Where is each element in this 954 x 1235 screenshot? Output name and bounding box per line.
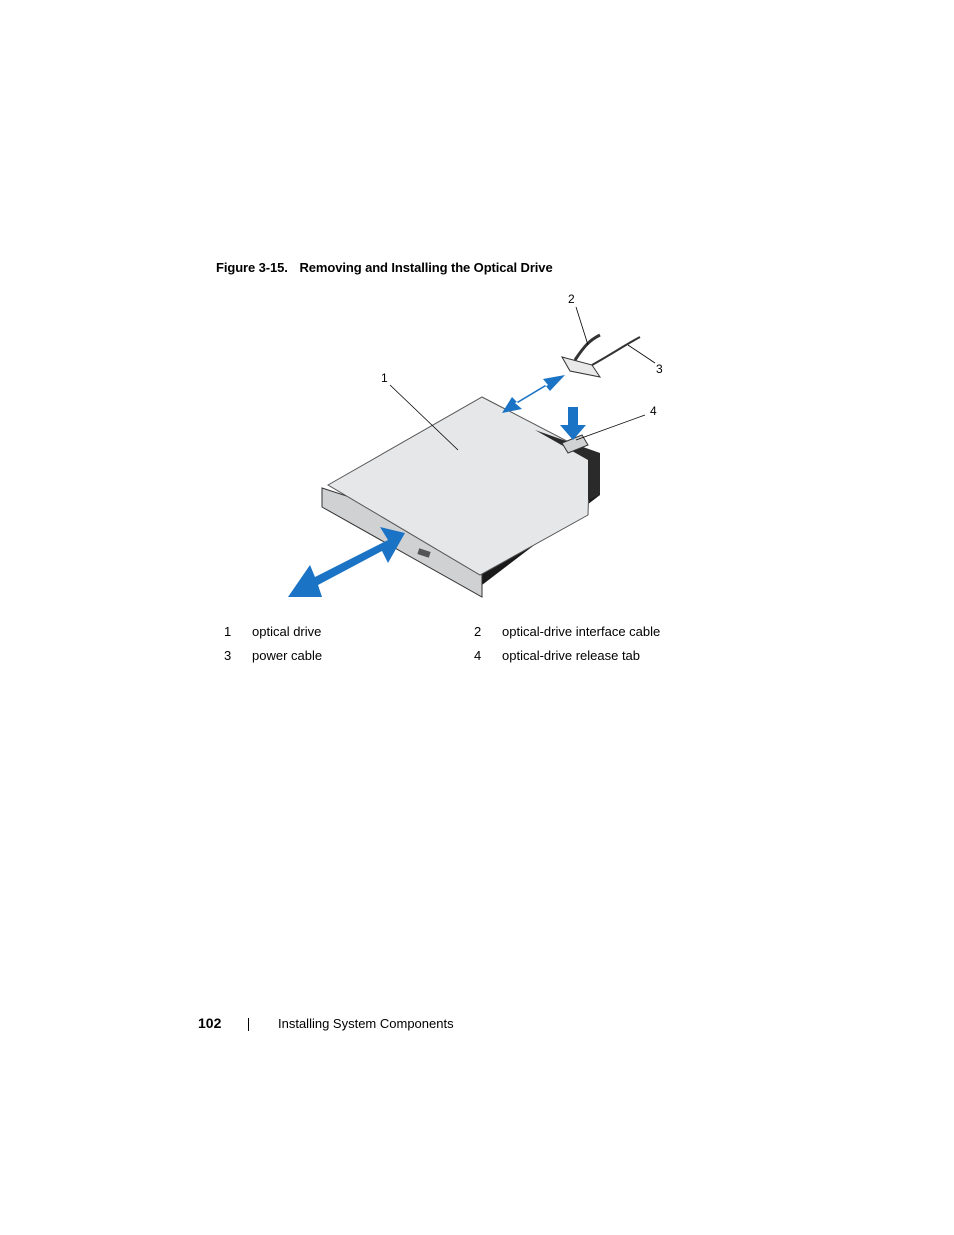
- legend-item: 2 optical-drive interface cable: [474, 624, 660, 639]
- drive-top: [327, 396, 591, 576]
- drive-rear-block: [535, 430, 600, 500]
- drive-arrow: [288, 527, 405, 597]
- callout-1: 1: [381, 371, 388, 385]
- callout-line-1: [389, 384, 459, 451]
- legend-text: power cable: [252, 648, 323, 663]
- figure-caption: Figure 3-15. Removing and Installing the…: [216, 260, 553, 275]
- callout-line-3: [627, 344, 656, 364]
- legend-number: 3: [224, 648, 232, 663]
- release-arrow: [560, 407, 586, 440]
- optical-drive-illustration: 1 2 3 4: [270, 285, 690, 610]
- interface-cable: [573, 333, 601, 361]
- legend-number: 4: [474, 648, 482, 663]
- callout-4: 4: [650, 404, 657, 418]
- legend-text: optical-drive release tab: [502, 648, 641, 663]
- callout-2: 2: [568, 292, 575, 306]
- power-cable: [591, 336, 641, 366]
- callout-3: 3: [656, 362, 663, 376]
- legend-item: 1 optical drive: [224, 624, 321, 639]
- legend-number: 1: [224, 624, 232, 639]
- cable-connector: [560, 356, 602, 378]
- figure-label: Figure 3-15.: [216, 260, 288, 275]
- cable-arrow: [502, 375, 565, 413]
- legend-item: 3 power cable: [224, 648, 322, 663]
- eject-button: [417, 548, 431, 558]
- legend-text: optical-drive interface cable: [502, 624, 661, 639]
- legend-text: optical drive: [252, 624, 322, 639]
- callout-line-2: [575, 306, 589, 346]
- legend-number: 2: [474, 624, 482, 639]
- footer-divider: [248, 1018, 249, 1031]
- legend-item: 4 optical-drive release tab: [474, 648, 640, 663]
- release-tab: [561, 434, 589, 454]
- footer-section-title: Installing System Components: [278, 1016, 454, 1031]
- page-number: 102: [198, 1015, 222, 1031]
- callout-line-4: [575, 414, 646, 441]
- figure-title: Removing and Installing the Optical Driv…: [299, 260, 553, 275]
